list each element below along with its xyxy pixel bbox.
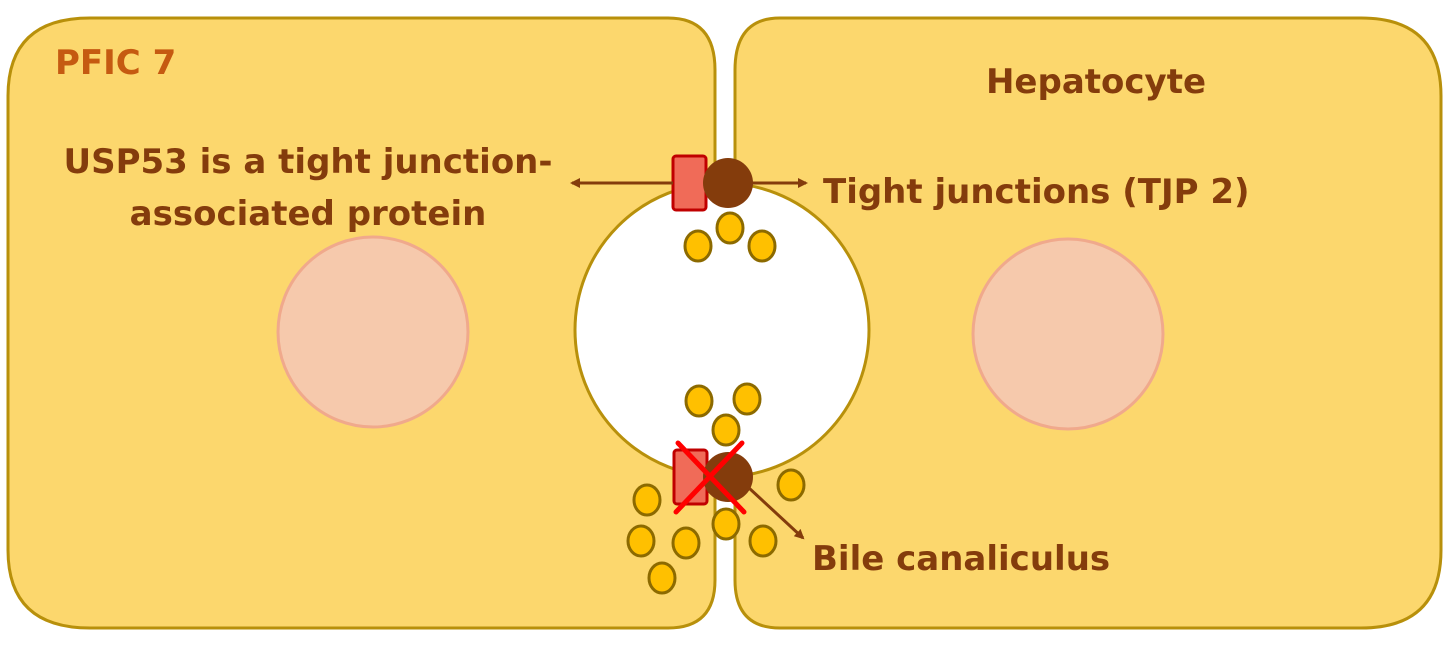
bile-salt xyxy=(747,229,777,263)
bile-salt xyxy=(732,382,762,416)
right-nucleus xyxy=(971,237,1165,431)
bile-salt xyxy=(671,526,701,560)
bile-salt xyxy=(683,229,713,263)
bile-salts-upper xyxy=(683,211,777,263)
bile-salts-leaked xyxy=(626,468,806,595)
bile-salt xyxy=(711,507,741,541)
bile-salt xyxy=(776,468,806,502)
tjp2-protein-lower xyxy=(703,452,753,502)
hepatocyte-label: Hepatocyte xyxy=(986,62,1206,102)
bile-salt xyxy=(626,524,656,558)
left-nucleus xyxy=(276,235,470,429)
bile-salts-lumen-lower xyxy=(684,382,762,447)
usp53-label-line2: associated protein xyxy=(130,194,487,234)
tight-junctions-label: Tight junctions (TJP 2) xyxy=(823,172,1250,212)
bile-salt xyxy=(711,413,741,447)
disruption-cross-mark xyxy=(673,440,747,515)
bile-canaliculus-label: Bile canaliculus xyxy=(812,539,1110,579)
bile-salt xyxy=(684,384,714,418)
bile-salt xyxy=(632,483,662,517)
usp53-label-line1: USP53 is a tight junction- xyxy=(63,142,552,182)
tjp2-protein-upper xyxy=(703,158,753,208)
diagram-title: PFIC 7 xyxy=(55,43,176,83)
bile-canaliculus-pointer-arrow xyxy=(747,486,805,540)
bile-salt xyxy=(647,561,677,595)
usp53-protein-upper xyxy=(671,154,708,212)
bile-salt xyxy=(715,211,745,245)
bile-salt xyxy=(748,524,778,558)
